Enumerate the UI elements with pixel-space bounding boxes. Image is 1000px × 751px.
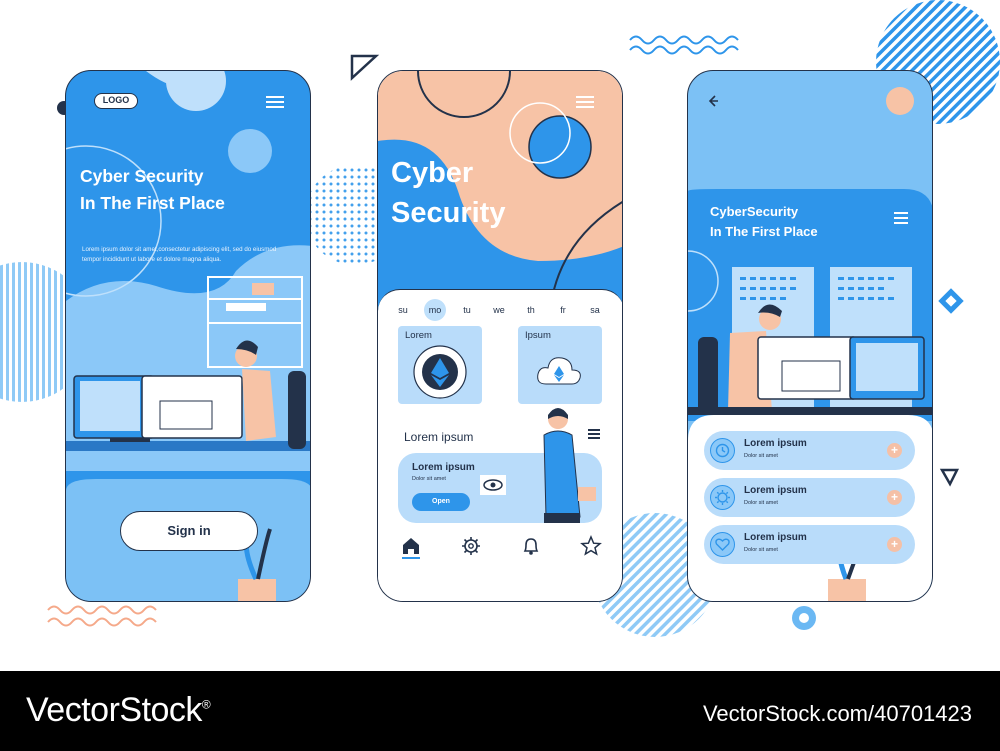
screen2-header-art [378, 71, 622, 311]
clock-icon [710, 438, 735, 463]
screen3-background-art [688, 87, 932, 601]
list-item[interactable]: Lorem ipsum Dolor sit amet + [704, 431, 915, 470]
list-item-subtitle: Dolor sit amet [744, 547, 778, 553]
add-icon[interactable]: + [887, 490, 902, 505]
day-mo[interactable]: mo [424, 299, 446, 321]
promo-title: Lorem ipsum [412, 462, 475, 473]
phone-screen-list: CyberSecurity In The First Place Lorem i… [687, 70, 933, 602]
list-item[interactable]: Lorem ipsum Dolor sit amet + [704, 525, 915, 564]
phone-screen-dashboard: Cyber Security su mo tu we th fr sa Lore… [377, 70, 623, 602]
brand-text: VectorStock [26, 691, 202, 729]
list-title-line2: In The First Place [710, 223, 818, 239]
back-arrow-icon[interactable] [706, 93, 722, 109]
add-icon[interactable]: + [887, 537, 902, 552]
hero-title: Cyber Security In The First Place [80, 163, 290, 217]
list-item-subtitle: Dolor sit amet [744, 453, 778, 459]
list-item[interactable]: Lorem ipsum Dolor sit amet + [704, 478, 915, 517]
gear-icon[interactable] [458, 533, 484, 559]
vectorstock-brand: VectorStock® [26, 691, 211, 730]
screen1-background-art [66, 71, 310, 601]
star-icon[interactable] [578, 533, 604, 559]
heart-icon [710, 532, 735, 557]
day-su[interactable]: su [398, 305, 408, 315]
hero-description-line1: Lorem ipsum dolor sit amet,consectetur a… [82, 246, 277, 253]
open-button[interactable]: Open [412, 493, 470, 511]
day-fr[interactable]: fr [560, 305, 566, 315]
bottom-nav [378, 533, 622, 563]
dashboard-title-line1: Cyber [391, 157, 474, 189]
ethereum-badge-icon [413, 345, 467, 399]
day-tu[interactable]: tu [463, 305, 471, 315]
watermark-footer: VectorStock® VectorStock.com/40701423 [0, 671, 1000, 751]
registered-mark: ® [201, 697, 211, 712]
list-menu-icon[interactable] [588, 429, 600, 439]
day-th[interactable]: th [527, 305, 535, 315]
day-we[interactable]: we [493, 305, 505, 315]
app-logo: LOGO [94, 93, 138, 109]
hero-description-line2: tempor incididunt ut labore et dolore ma… [82, 256, 222, 263]
hero-title-line1: Cyber Security [80, 166, 204, 186]
dashboard-title: Cyber Security [391, 153, 591, 233]
section-title: Lorem ipsum [404, 430, 474, 444]
bell-icon[interactable] [518, 533, 544, 559]
dashboard-title-line2: Security [391, 197, 506, 229]
image-id: VectorStock.com/40701423 [702, 701, 972, 726]
person-illustration [543, 408, 596, 523]
list-item-subtitle: Dolor sit amet [744, 500, 778, 506]
list-item-title: Lorem ipsum [744, 485, 807, 496]
weekday-selector: su mo tu we th fr sa [392, 299, 614, 321]
phone-screen-welcome: LOGO Cyber Security In The First Place L… [65, 70, 311, 602]
list-item-title: Lorem ipsum [744, 532, 807, 543]
hero-title-line2: In The First Place [80, 193, 225, 213]
cloud-upload-icon [537, 357, 581, 385]
card-lorem[interactable]: Lorem [398, 326, 482, 404]
gear-icon [710, 485, 735, 510]
list-screen-title: CyberSecurity In The First Place [710, 202, 910, 241]
eye-icon [480, 475, 506, 495]
decor-layer [0, 0, 1000, 637]
list-item-title: Lorem ipsum [744, 438, 807, 449]
promo-subtitle: Dolor sit amet [412, 476, 446, 482]
home-icon[interactable] [398, 533, 424, 559]
add-icon[interactable]: + [887, 443, 902, 458]
day-sa[interactable]: sa [590, 305, 600, 315]
hamburger-menu-icon[interactable] [894, 212, 908, 224]
list-title-line1: CyberSecurity [710, 204, 799, 219]
hamburger-menu-icon[interactable] [576, 95, 594, 109]
hamburger-menu-icon[interactable] [266, 95, 284, 109]
card-ipsum-label: Ipsum [525, 330, 551, 341]
card-ipsum[interactable]: Ipsum [518, 326, 602, 404]
hero-description: Lorem ipsum dolor sit amet,consectetur a… [82, 245, 278, 265]
card-lorem-label: Lorem [405, 330, 432, 341]
sign-in-button[interactable]: Sign in [120, 511, 258, 551]
